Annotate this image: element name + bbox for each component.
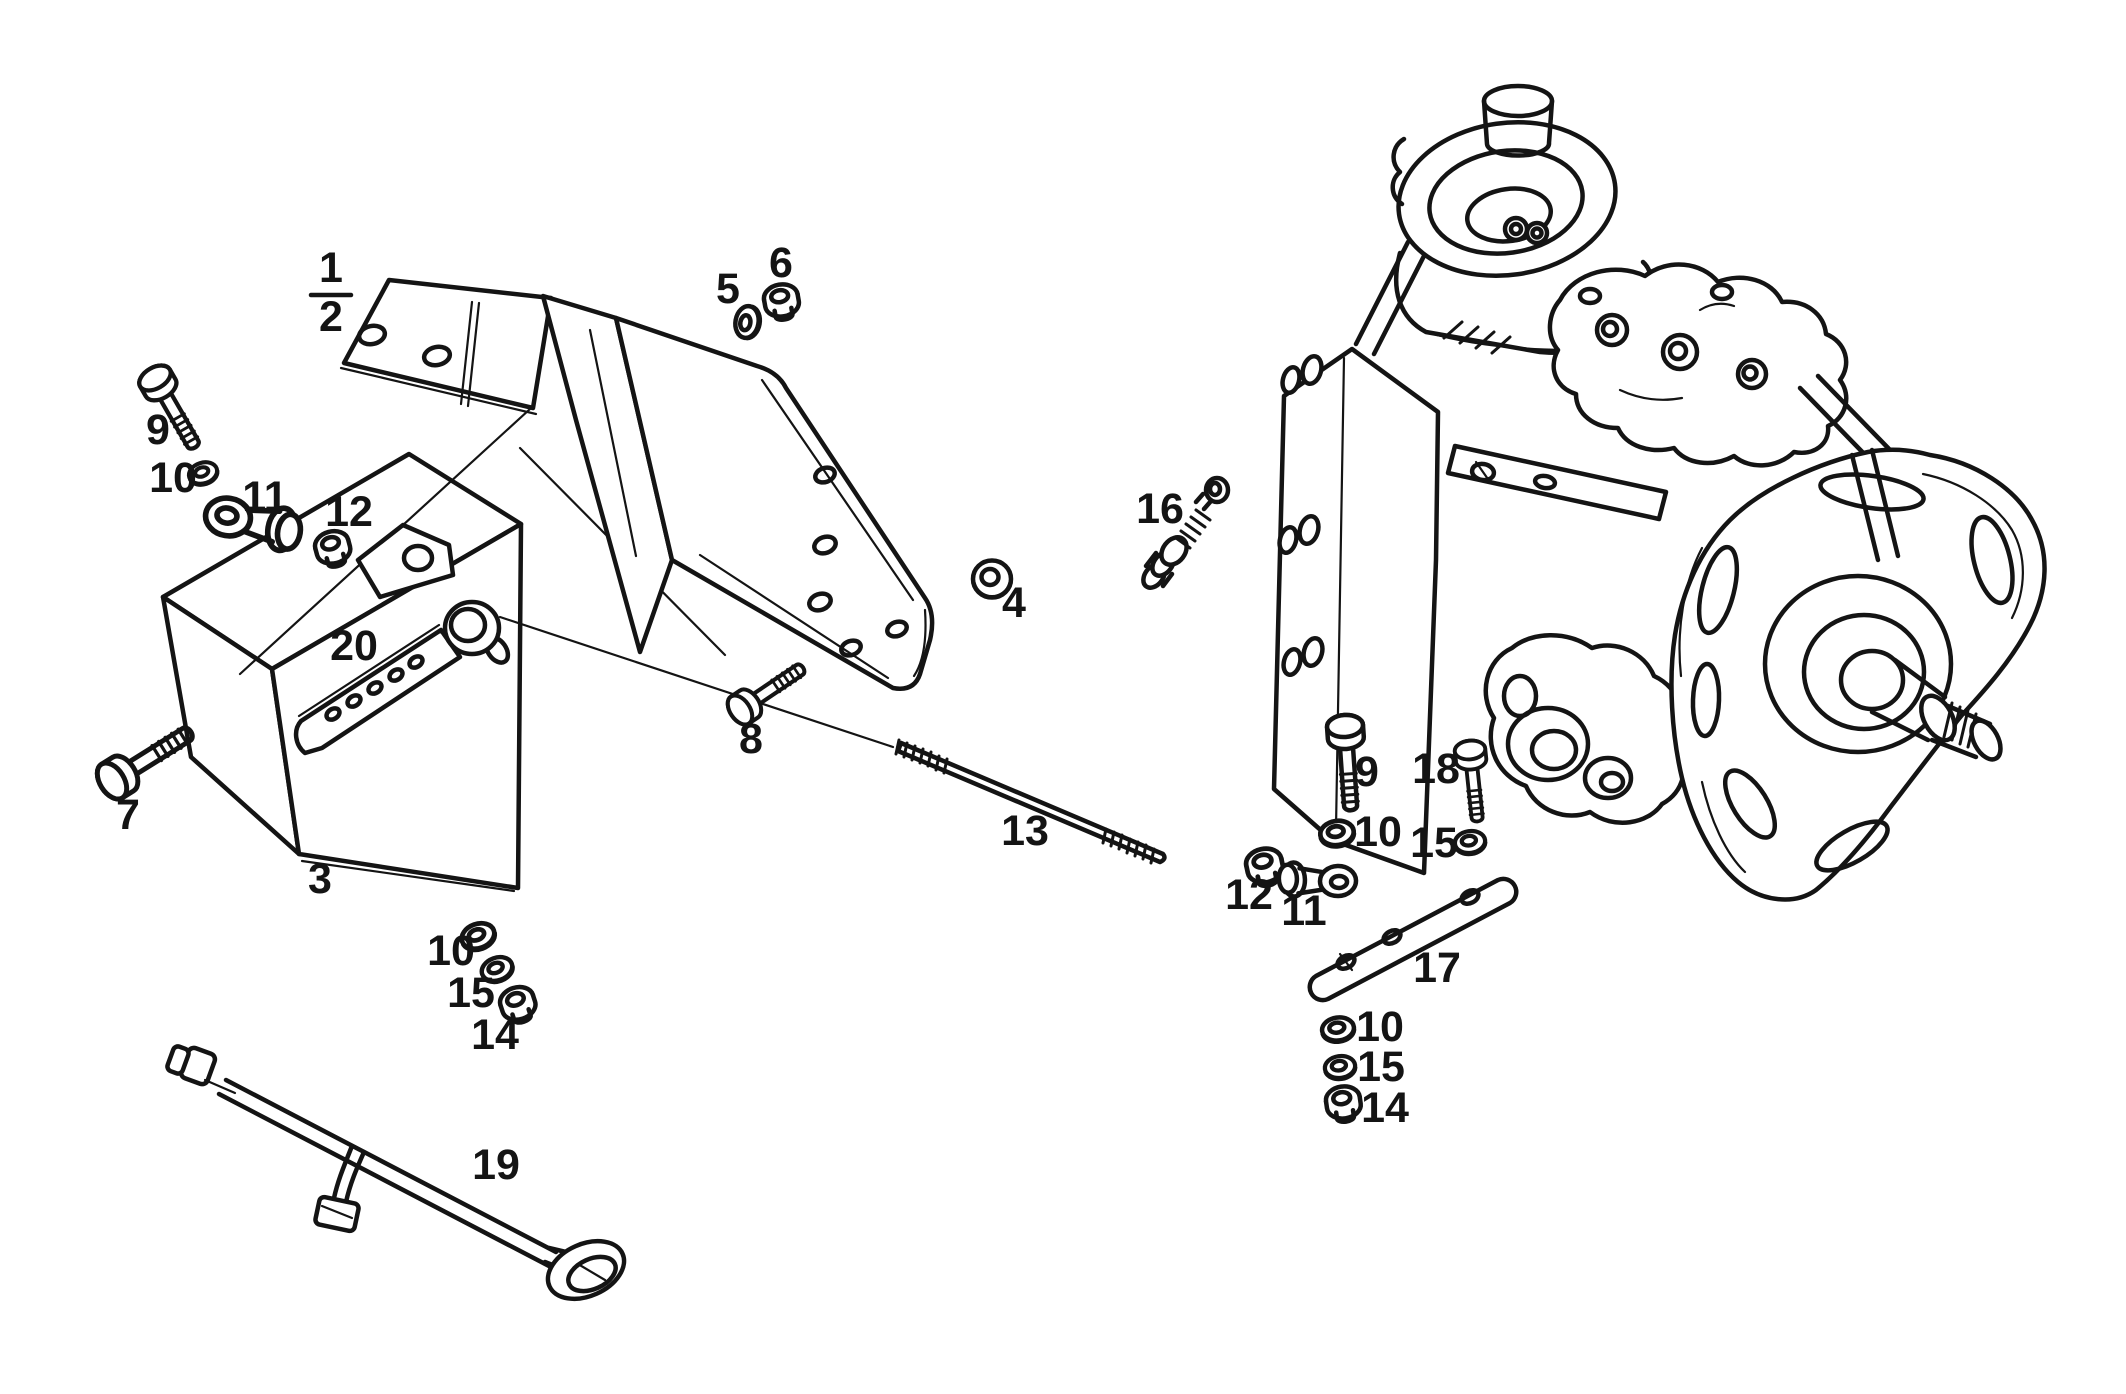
callout-4: 4: [1002, 579, 1026, 627]
callout-10-left-lower: 10: [427, 927, 475, 975]
pump-linkage-cluster: [1547, 262, 1895, 468]
stud-16: [1141, 475, 1231, 590]
callout-14-left: 14: [471, 1011, 519, 1059]
callout-1-over-2-numerator: 1: [319, 244, 343, 292]
callout-10-right: 10: [1354, 808, 1402, 856]
bracket-gusset-plate: [613, 315, 935, 691]
callout-6: 6: [769, 239, 793, 287]
nut-6: [762, 282, 802, 323]
callout-17: 17: [1413, 944, 1461, 992]
washer-15-right: [1453, 829, 1486, 856]
pump-mounting-strap: [1445, 443, 1669, 522]
callout-10-left: 10: [149, 454, 197, 502]
callout-1-over-2-denominator: 2: [319, 293, 343, 341]
box-mounting-tab: [355, 522, 456, 600]
anchor-strip-17: [1307, 876, 1519, 1003]
callout-labels: 1 2 9 10 11 12 5 6 4 20 3 7 8 13 16 9 18…: [116, 239, 1461, 1189]
callout-11-right: 11: [1281, 887, 1326, 935]
callout-7: 7: [116, 791, 140, 839]
bolt-7: [91, 715, 201, 804]
pump-drive-shaft: [1869, 657, 2003, 762]
lever-arm-20: [293, 599, 511, 756]
callout-19: 19: [472, 1141, 520, 1189]
callout-16: 16: [1136, 485, 1184, 533]
callout-12-left: 12: [325, 488, 373, 536]
callout-15-right: 15: [1410, 819, 1458, 867]
pump-mounting-flange: [1669, 447, 2047, 902]
callout-20: 20: [330, 622, 378, 670]
callout-10-right-lower: 10: [1356, 1003, 1404, 1051]
pump-drive-housing: [1483, 633, 1687, 825]
bracket-top-bar: [339, 277, 554, 416]
callout-15-right-lower: 15: [1357, 1043, 1405, 1091]
bolt-8: [723, 654, 812, 729]
callout-14-right: 14: [1361, 1084, 1409, 1132]
callout-12-right: 12: [1225, 871, 1273, 919]
pump-top-cap: [1481, 83, 1555, 119]
callout-9-left: 9: [146, 406, 170, 454]
pump-body: [1271, 346, 1441, 876]
callout-9-right: 9: [1355, 748, 1379, 796]
callout-15-left-lower: 15: [447, 969, 495, 1017]
pump-side-bosses: [1277, 354, 1325, 677]
callout-11-left: 11: [242, 473, 287, 521]
washer-10-right-lower: [1321, 1015, 1356, 1043]
callout-5: 5: [716, 265, 740, 313]
pump-governor-dome: [1353, 83, 1654, 357]
washer-10-right: [1319, 819, 1356, 849]
callout-18: 18: [1412, 745, 1460, 793]
injection-pump: [1271, 83, 2047, 902]
washer-15-right-lower: [1323, 1054, 1356, 1081]
arm-pin-head: [442, 599, 502, 657]
callout-3: 3: [308, 855, 332, 903]
control-rod-13: [894, 738, 1167, 865]
washer-4: [970, 558, 1014, 600]
callout-8: 8: [739, 715, 763, 763]
harness-cable-19: [165, 1044, 627, 1302]
callout-13: 13: [1001, 807, 1049, 855]
